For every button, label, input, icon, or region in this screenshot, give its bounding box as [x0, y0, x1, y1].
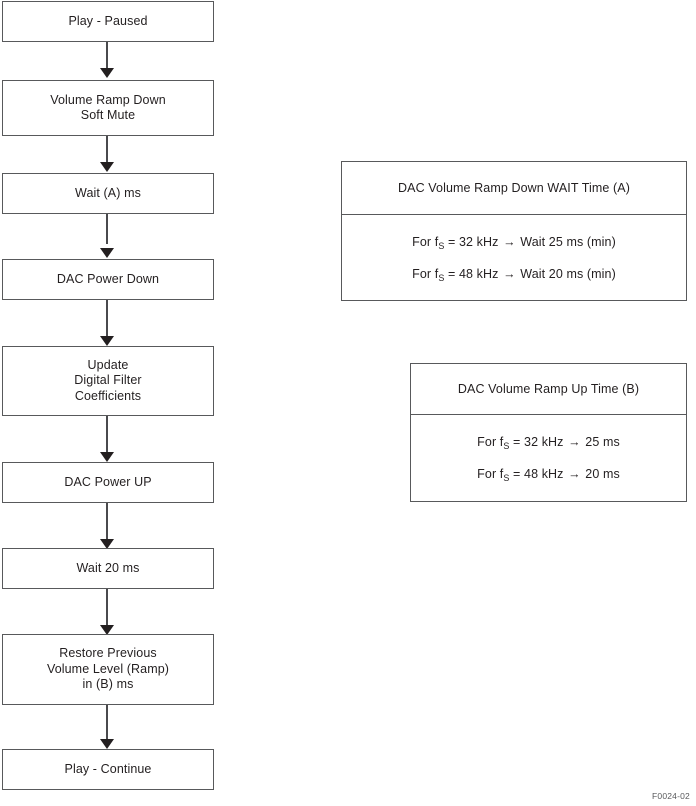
connector-8: [106, 705, 108, 743]
row-condition: = 48 kHz: [509, 467, 568, 481]
arrowhead-4: [100, 336, 114, 346]
flow-node-label: DAC Power UP: [64, 474, 152, 489]
right-arrow-icon: →: [568, 435, 581, 449]
row-prefix: For f: [412, 266, 439, 281]
row-subscript: S: [438, 272, 445, 283]
flow-node-dac-power-down[interactable]: DAC Power Down: [2, 259, 214, 300]
row-subscript: S: [503, 473, 510, 483]
figure-id-label: F0024-02: [652, 791, 690, 801]
flow-node-play-continue[interactable]: Play - Continue: [2, 749, 214, 790]
right-arrow-icon: →: [503, 266, 516, 281]
arrowhead-7: [100, 625, 114, 635]
connector-7: [106, 589, 108, 629]
arrowhead-3: [100, 248, 114, 258]
row-prefix: For f: [477, 467, 504, 481]
row-prefix: For f: [412, 234, 439, 249]
arrowhead-2: [100, 162, 114, 172]
row-condition: = 48 kHz: [444, 266, 503, 281]
flow-node-wait-a-ms[interactable]: Wait (A) ms: [2, 173, 214, 214]
connector-6: [106, 503, 108, 543]
row-result: 20 ms: [581, 467, 620, 481]
right-arrow-icon: →: [568, 467, 581, 481]
table-row: For fS = 32 kHz → Wait 25 ms (min): [412, 234, 616, 251]
row-subscript: S: [503, 441, 510, 451]
arrowhead-1: [100, 68, 114, 78]
row-result: Wait 20 ms (min): [516, 266, 616, 281]
row-result: Wait 25 ms (min): [516, 234, 616, 249]
flow-node-label: Wait 20 ms: [76, 560, 140, 575]
connector-4: [106, 300, 108, 340]
flow-node-label: Play - Continue: [64, 761, 152, 776]
arrowhead-6: [100, 539, 114, 549]
flow-node-label: Wait (A) ms: [75, 185, 141, 200]
row-subscript: S: [438, 240, 445, 251]
flow-node-dac-power-up[interactable]: DAC Power UP: [2, 462, 214, 503]
connector-1: [106, 42, 108, 70]
row-prefix: For f: [477, 435, 504, 449]
table-dac-volume-ramp-up-time: DAC Volume Ramp Up Time (B) For fS = 32 …: [410, 363, 687, 502]
connector-2: [106, 136, 108, 164]
row-condition: = 32 kHz: [444, 234, 503, 249]
table-body: For fS = 32 kHz → Wait 25 ms (min) For f…: [342, 215, 686, 300]
flow-node-label: Play - Paused: [68, 13, 148, 28]
table-dac-volume-ramp-down-wait-time: DAC Volume Ramp Down WAIT Time (A) For f…: [341, 161, 687, 301]
arrowhead-5: [100, 452, 114, 462]
table-row: For fS = 48 kHz → 20 ms: [477, 467, 620, 483]
table-body: For fS = 32 kHz → 25 ms For fS = 48 kHz …: [411, 415, 686, 501]
table-row: For fS = 32 kHz → 25 ms: [477, 435, 620, 451]
connector-5: [106, 416, 108, 456]
arrowhead-8: [100, 739, 114, 749]
flow-node-label: DAC Power Down: [56, 271, 160, 286]
row-condition: = 32 kHz: [509, 435, 568, 449]
table-header: DAC Volume Ramp Up Time (B): [411, 364, 686, 415]
table-row: For fS = 48 kHz → Wait 20 ms (min): [412, 266, 616, 283]
flow-node-play-paused[interactable]: Play - Paused: [2, 1, 214, 42]
connector-3: [106, 214, 108, 244]
right-arrow-icon: →: [503, 234, 516, 249]
table-header: DAC Volume Ramp Down WAIT Time (A): [342, 162, 686, 215]
flow-node-wait-20-ms[interactable]: Wait 20 ms: [2, 548, 214, 589]
row-result: 25 ms: [581, 435, 620, 449]
